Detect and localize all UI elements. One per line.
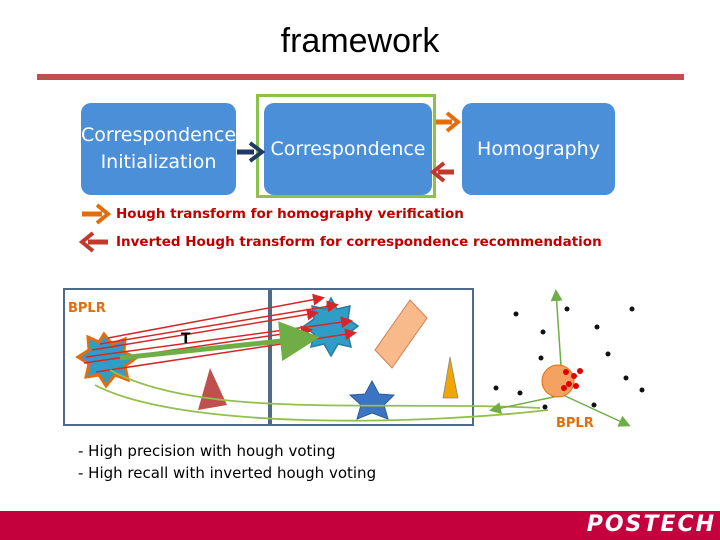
title-divider xyxy=(37,74,684,80)
box-homography: Homography xyxy=(462,103,615,195)
box-correspondence: Correspondence xyxy=(264,103,432,195)
legend-forward-text: Hough transform for homography verificat… xyxy=(116,206,464,222)
transform-arrow xyxy=(119,321,320,362)
bullet-item: - High precision with hough voting xyxy=(78,442,336,460)
spike-shape xyxy=(442,356,459,399)
box-correspondence-initialization: Correspondence Initialization xyxy=(81,103,236,195)
bullet-item: - High recall with inverted hough voting xyxy=(78,464,377,482)
vote-curve-upper xyxy=(109,369,541,409)
page-title: framework xyxy=(280,22,440,60)
box-homography-label: Homography xyxy=(477,138,600,160)
footer-bar: POSTECH xyxy=(0,511,720,540)
forward-arrow-icon xyxy=(436,111,462,133)
vote-curve-lower xyxy=(94,384,549,422)
box-correspondence-label: Correspondence xyxy=(270,138,426,160)
inverted-arrow-icon xyxy=(429,161,454,183)
bullet-list: - High precision with hough voting - Hig… xyxy=(78,440,376,484)
highlight-frame xyxy=(256,94,436,198)
flow-arrow-init-to-correspondence-icon xyxy=(237,141,266,163)
legend-forward-arrow-icon xyxy=(82,203,112,225)
star-shape-right xyxy=(302,296,360,358)
bplr-label-left: BPLR xyxy=(68,301,106,316)
pentagon-star-shape xyxy=(348,379,396,420)
bplr-label-right: BPLR xyxy=(556,416,594,431)
transform-label: T xyxy=(181,331,191,347)
postech-logo: POSTECH xyxy=(586,512,716,537)
box-initialization-line1: Correspondence xyxy=(81,124,237,146)
rectangle-shape xyxy=(374,299,428,369)
legend-inverted-arrow-icon xyxy=(78,231,108,253)
hough-space xyxy=(489,289,645,427)
legend-inverted-text: Inverted Hough transform for corresponde… xyxy=(116,234,602,250)
box-initialization-line2: Initialization xyxy=(100,151,217,173)
